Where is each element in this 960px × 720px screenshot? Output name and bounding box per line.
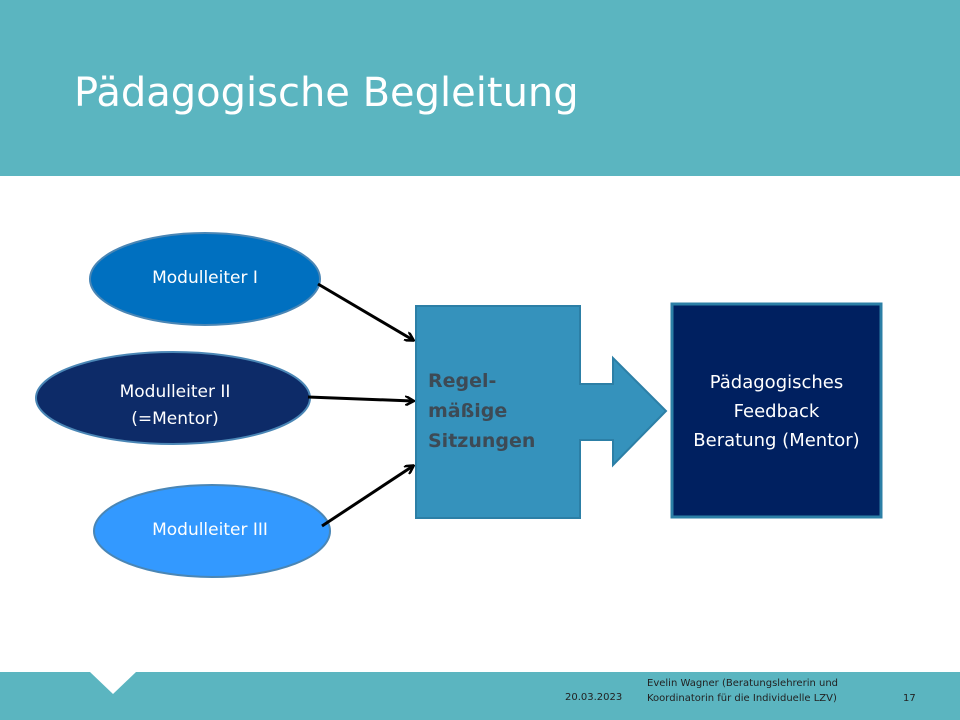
arrow-3: [321, 466, 413, 528]
footer-author-line2: Koordinatorin für die Individuelle LZV): [647, 693, 837, 704]
feedback-box: [670, 302, 883, 519]
arrow-1: [317, 282, 413, 340]
sitzungen-line2: mäßige: [428, 400, 508, 422]
label-feedback: Pädagogisches Feedback Beratung (Mentor): [672, 368, 881, 455]
label-modulleiter-1: Modulleiter I: [152, 268, 258, 288]
footer-date: 20.03.2023: [565, 692, 623, 703]
feedback-line3: Beratung (Mentor): [693, 430, 860, 451]
label-modulleiter-2-line1: Modulleiter II: [119, 382, 231, 402]
label-modulleiter-2: Modulleiter II (=Mentor): [80, 379, 270, 433]
footer-band: [0, 672, 960, 720]
label-modulleiter-3: Modulleiter III: [152, 520, 268, 540]
feedback-line2: Feedback: [733, 401, 820, 422]
sitzungen-arrow-box: [415, 305, 668, 519]
sitzungen-line1: Regel-: [428, 370, 497, 392]
arrow-2: [307, 395, 413, 401]
header-band: [0, 0, 960, 176]
ellipse-modulleiter-3: [93, 484, 331, 578]
sitzungen-line3: Sitzungen: [428, 430, 536, 452]
footer-author: Evelin Wagner (Beratungslehrerin und Koo…: [647, 676, 838, 706]
page-number: 17: [903, 693, 916, 704]
ellipse-modulleiter-1: [89, 232, 321, 326]
label-sitzungen: Regel- mäßige Sitzungen: [428, 366, 535, 456]
label-modulleiter-2-line2: (=Mentor): [131, 409, 219, 429]
footer-author-line1: Evelin Wagner (Beratungslehrerin und: [647, 678, 839, 689]
slide-title: Pädagogische Begleitung: [74, 70, 579, 116]
feedback-line1: Pädagogisches: [709, 372, 844, 393]
